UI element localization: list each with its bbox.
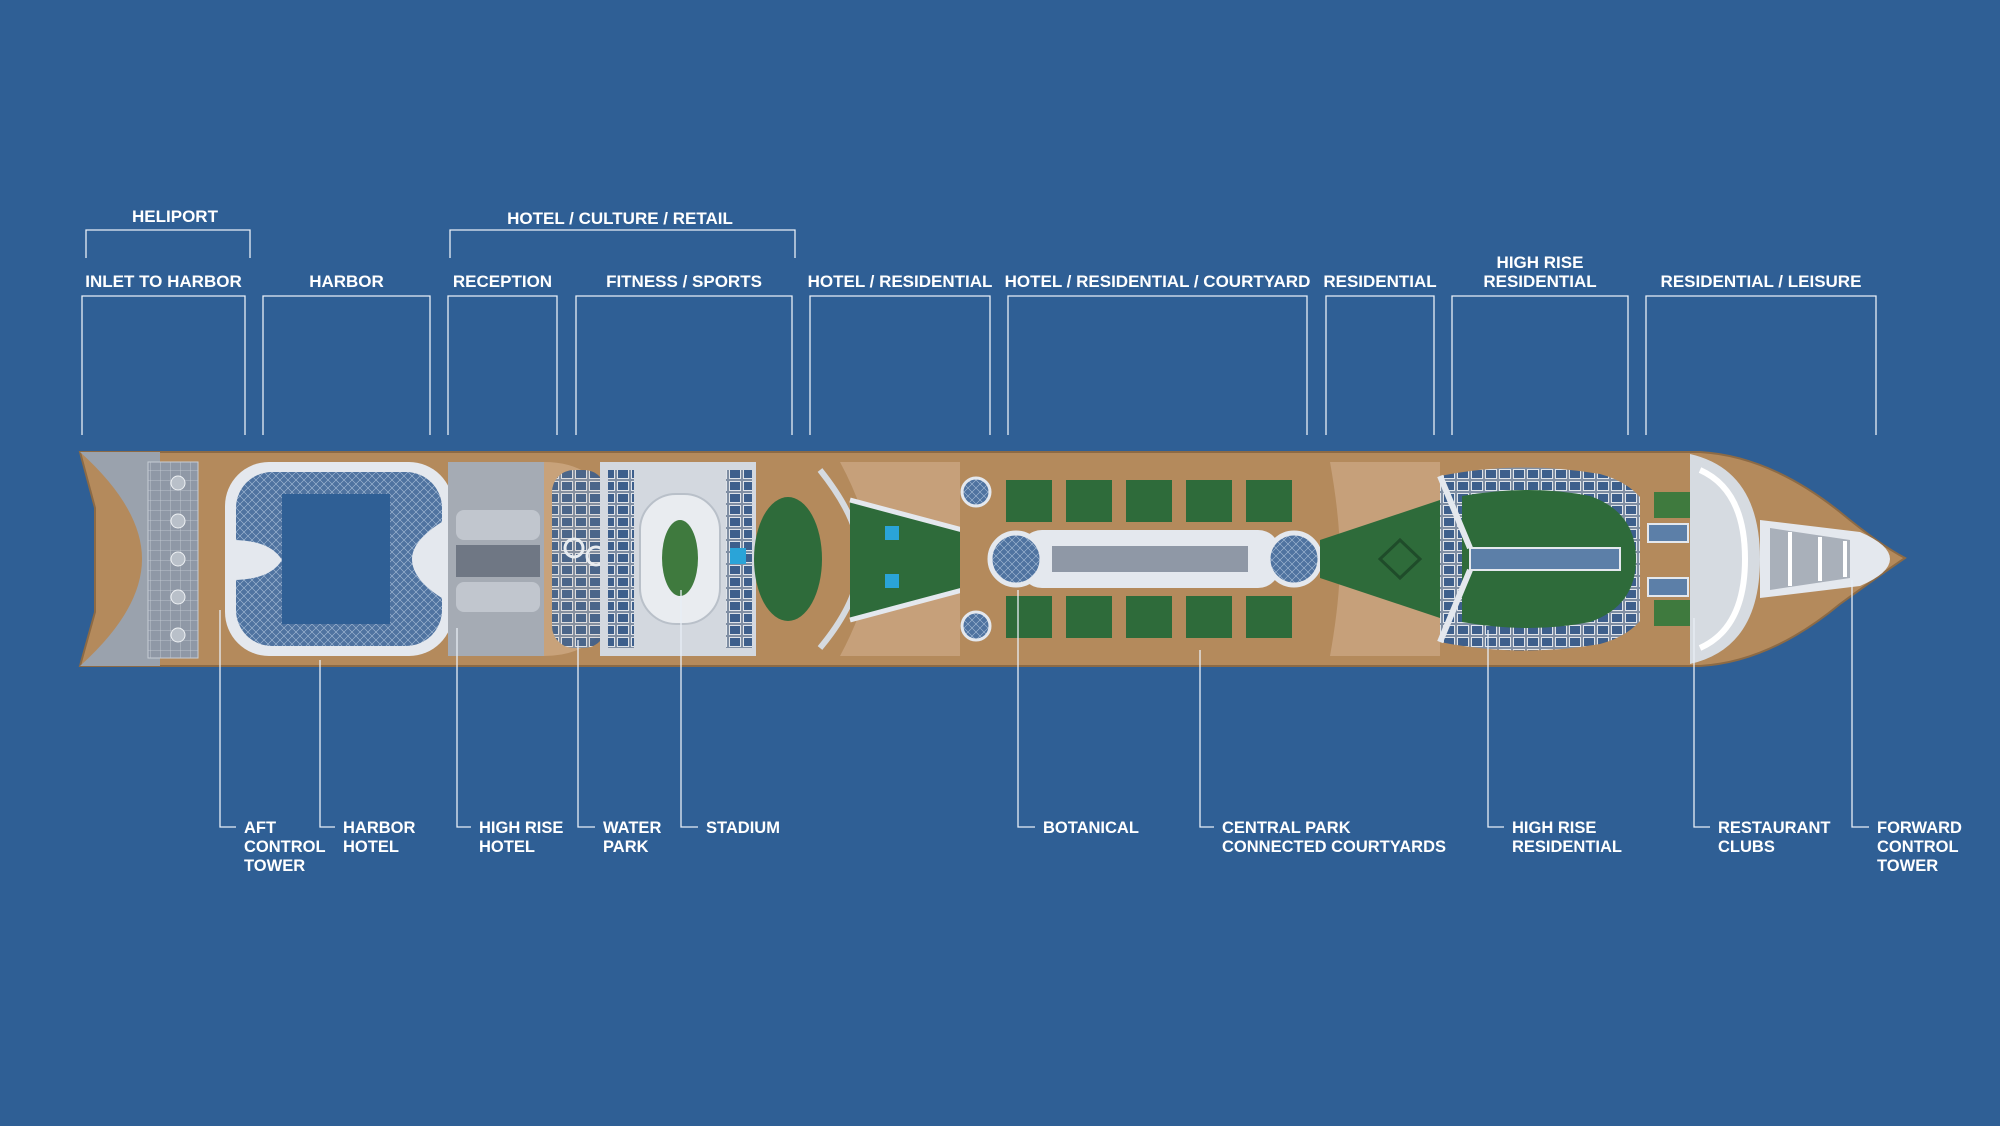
group-label-hotel-culture-retail: HOTEL / CULTURE / RETAIL <box>507 209 733 228</box>
helipad-icon <box>170 589 186 605</box>
helipad-icon <box>170 551 186 567</box>
zone-label-high-rise-residential-top-line: RESIDENTIAL <box>1483 272 1596 291</box>
high-rise-residential-ring <box>1437 467 1660 651</box>
zone-label-fitness-sports: FITNESS / SPORTS <box>606 272 762 291</box>
callout-leader-stadium <box>680 590 698 828</box>
callout-label-harbor-hotel-line: HARBOR <box>343 819 415 837</box>
zone-bracket-harbor <box>262 295 431 435</box>
callout-label-restaurant-clubs-line: RESTAURANT <box>1718 819 1830 837</box>
reception-deck <box>448 462 544 656</box>
callout-label-high-rise-hotel-line: HOTEL <box>479 838 535 856</box>
heliport-pads <box>147 461 199 659</box>
zone-label-residential: RESIDENTIAL <box>1323 272 1436 291</box>
callout-leader-restaurant-clubs <box>1693 618 1710 828</box>
callout-label-botanical: BOTANICAL <box>1043 819 1139 837</box>
zone-bracket-residential-leisure <box>1645 295 1877 435</box>
aft-inlet <box>80 452 160 666</box>
zone-label-hotel-residential: HOTEL / RESIDENTIAL <box>808 272 993 291</box>
central-courtyards <box>960 462 1382 656</box>
group-label-heliport: HELIPORT <box>132 207 219 226</box>
botanical-dome-icon <box>1265 530 1323 588</box>
zone-label-harbor-line: HARBOR <box>309 272 384 291</box>
callout-label-stadium-line: STADIUM <box>706 819 780 837</box>
harbor-basin <box>225 462 453 656</box>
zone-label-hotel-residential-courtyard: HOTEL / RESIDENTIAL / COURTYARD <box>1005 272 1311 291</box>
callout-label-water-park-line: WATER <box>603 819 661 837</box>
zone-bracket-inlet-to-harbor <box>81 295 246 435</box>
helipad-icon <box>170 513 186 529</box>
callout-leader-high-rise-hotel <box>456 628 471 828</box>
zone-bracket-high-rise-residential-top <box>1451 295 1629 435</box>
callout-leader-forward-control-tower <box>1851 580 1869 828</box>
zone-label-harbor: HARBOR <box>309 272 384 291</box>
zone-label-residential-line: RESIDENTIAL <box>1323 272 1436 291</box>
callout-label-forward-control-tower-line: FORWARD <box>1877 819 1962 837</box>
callout-leader-central-park <box>1199 650 1214 828</box>
zone-label-hotel-residential-line: HOTEL / RESIDENTIAL <box>808 272 993 291</box>
callout-label-aft-control-tower-line: CONTROL <box>244 838 326 856</box>
zone-bracket-fitness-sports <box>575 295 793 435</box>
zone-label-hotel-residential-courtyard-line: HOTEL / RESIDENTIAL / COURTYARD <box>1005 272 1311 291</box>
callout-label-forward-control-tower-line: TOWER <box>1877 857 1938 875</box>
ship-hull <box>78 451 1907 667</box>
zone-label-high-rise-residential-top-line: HIGH RISE <box>1497 253 1584 272</box>
callout-label-water-park-line: PARK <box>603 838 649 856</box>
zone-label-reception-line: RECEPTION <box>453 272 552 291</box>
callout-leader-high-rise-residential-bottom <box>1487 630 1504 828</box>
callout-label-aft-control-tower-line: AFT <box>244 819 276 837</box>
callout-label-botanical-line: BOTANICAL <box>1043 819 1139 837</box>
callout-label-central-park-line: CONNECTED COURTYARDS <box>1222 838 1446 856</box>
helipad-icon <box>170 475 186 491</box>
helipad-icon <box>170 627 186 643</box>
zone-label-fitness-sports-line: FITNESS / SPORTS <box>606 272 762 291</box>
callout-label-aft-control-tower-line: TOWER <box>244 857 305 875</box>
callout-label-forward-control-tower-line: CONTROL <box>1877 838 1959 856</box>
group-brackets: HELIPORT HOTEL / CULTURE / RETAIL <box>85 207 796 258</box>
callout-label-harbor-hotel-line: HOTEL <box>343 838 399 856</box>
slide-icon <box>563 537 585 559</box>
zone-label-residential-leisure: RESIDENTIAL / LEISURE <box>1661 272 1862 291</box>
callout-leader-harbor-hotel <box>319 660 335 828</box>
zone-bracket-residential <box>1325 295 1435 435</box>
zone-labels: INLET TO HARBOR HARBOR RECEPTION FITNESS / … <box>81 253 1877 435</box>
callout-label-high-rise-residential-bottom-line: RESIDENTIAL <box>1512 838 1622 856</box>
residential-taper <box>1320 462 1440 656</box>
botanical-dome-icon <box>987 530 1045 588</box>
callout-label-high-rise-hotel-line: HIGH RISE <box>479 819 563 837</box>
hotel-culture-retail-bracket <box>449 229 796 258</box>
callout-label-restaurant-clubs-line: CLUBS <box>1718 838 1775 856</box>
zone-label-residential-leisure-line: RESIDENTIAL / LEISURE <box>1661 272 1862 291</box>
callout-leader-botanical <box>1017 590 1035 828</box>
callout-leader-aft-control-tower <box>219 610 236 828</box>
stadium-field <box>662 520 698 596</box>
callout-label-stadium: STADIUM <box>706 819 780 837</box>
callout-label-central-park-line: CENTRAL PARK <box>1222 819 1351 837</box>
zone-bracket-hotel-residential-courtyard <box>1007 295 1308 435</box>
forward-superstructure <box>1690 454 1890 664</box>
zone-label-reception: RECEPTION <box>453 272 552 291</box>
stadium-block <box>600 462 760 656</box>
zone-bracket-hotel-residential <box>809 295 991 435</box>
zone-bracket-reception <box>447 295 558 435</box>
heliport-bracket <box>85 229 251 258</box>
zone-label-inlet-to-harbor: INLET TO HARBOR <box>85 272 241 291</box>
callout-leader-water-park <box>577 640 595 828</box>
zone-label-inlet-to-harbor-line: INLET TO HARBOR <box>85 272 241 291</box>
fitness-lawn <box>754 462 864 656</box>
callout-label-high-rise-residential-bottom-line: HIGH RISE <box>1512 819 1596 837</box>
